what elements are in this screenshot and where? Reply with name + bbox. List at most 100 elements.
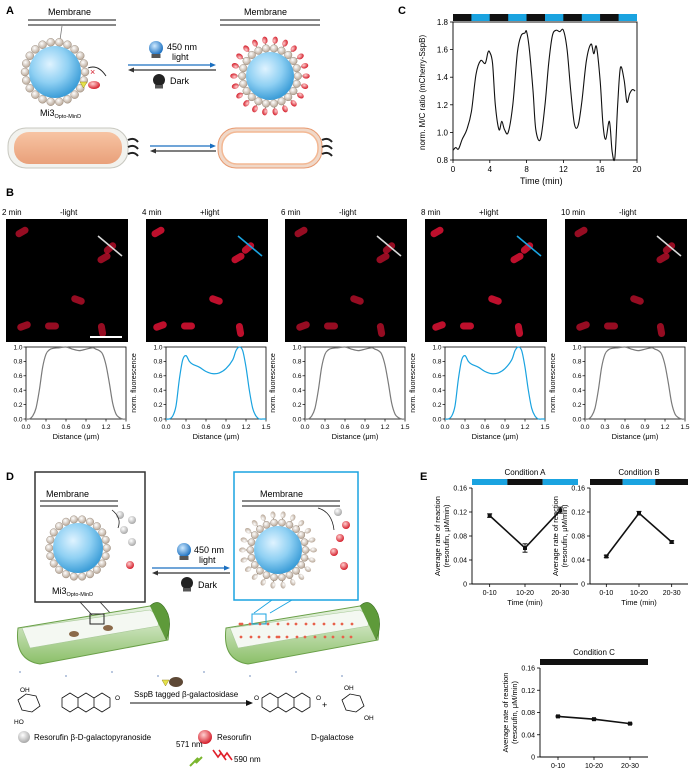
mi3-a2-bound-bead: [282, 39, 288, 47]
oh-label-1: OH: [20, 687, 30, 694]
cell-product-dots: [19, 622, 354, 677]
xtick-label: 20-30: [551, 590, 569, 597]
mi3-d2-bound-bead: [260, 579, 266, 586]
light-bar-segment-dark: [655, 479, 688, 485]
bacterium-cell: [460, 322, 474, 330]
enzyme-left-2: [103, 625, 113, 631]
plus-sign: +: [322, 700, 327, 710]
mi3-a2-bound-bead: [262, 36, 268, 44]
profile-xtick-label: 1.5: [540, 424, 549, 431]
profile-xtick-label: 0.0: [161, 424, 170, 431]
mi3-a2-bead: [277, 46, 286, 55]
light-bar-segment-light: [622, 479, 656, 485]
ytick-label-c: 1.0: [437, 128, 449, 137]
bacterium-cell: [520, 242, 534, 254]
xtick-label: 20-30: [663, 590, 681, 597]
mi3-d2-bead: [278, 573, 286, 582]
profile-ytick-label: 1.0: [432, 344, 441, 351]
series-line-c: [452, 28, 636, 162]
mi3-d2-bead: [247, 538, 256, 547]
product-dots-d-right: [317, 507, 350, 570]
mi3-a1-bead: [76, 51, 85, 60]
membrane-label-a-right: Membrane: [244, 7, 287, 17]
data-point: [628, 721, 632, 726]
light-state-label: -light: [339, 208, 357, 217]
mi3-d1-bead: [46, 535, 55, 544]
excitation-icon: [189, 756, 203, 767]
light-state-label: -light: [60, 208, 78, 217]
bacterium-cell: [574, 226, 588, 238]
oh-label-4: OH: [364, 715, 374, 722]
medium-dot: [295, 671, 297, 673]
ytick-label: 0.08: [453, 534, 467, 541]
xlabel: Time (min): [621, 598, 657, 607]
xtick-label-c: 4: [488, 165, 493, 174]
light-state-label: +light: [479, 208, 499, 217]
profile-line: [25, 346, 127, 420]
resorufin-dot: [336, 534, 344, 542]
dark-label-d: Dark: [198, 580, 218, 590]
mi3-a2-bound-bead: [302, 73, 310, 79]
profile-xtick-label: 0.3: [320, 424, 329, 431]
mi3-a1-bead: [46, 38, 55, 47]
bacterium-cell: [294, 226, 308, 238]
light-bar-c-segment-dark: [600, 14, 619, 21]
o-label-3: O: [316, 695, 321, 702]
mi3-a2-bead: [269, 99, 278, 108]
mi3-a2-bound-bead: [231, 83, 239, 89]
mi3-d2-bound-bead: [239, 547, 246, 553]
bacterium-cell: [71, 295, 85, 305]
profile-xtick-label: 0.0: [21, 424, 30, 431]
mi3-d1-core: [53, 523, 103, 573]
bacterium-cell: [350, 295, 364, 305]
substrate-dot: [128, 516, 136, 524]
membrane-label-d-left: Membrane: [46, 489, 89, 499]
bacterium-cell: [514, 323, 524, 337]
profile-ytick-label: 0.0: [432, 416, 441, 423]
mi3-d2-bead: [285, 571, 294, 579]
timepoint-label: 4 min: [142, 208, 162, 217]
ytick-label-c: 1.6: [437, 46, 449, 55]
light-bar-c-segment-light: [508, 14, 527, 21]
galactose-ring: [341, 693, 365, 713]
mi3-d1-bead: [101, 552, 110, 561]
profile-xlabel: Distance (μm): [193, 432, 240, 441]
mi3-d2-bound-bead: [240, 537, 248, 543]
ytick-label-c: 1.2: [437, 101, 449, 110]
mi3-d2-bead: [297, 531, 306, 539]
profile-xtick-label: 0.0: [580, 424, 589, 431]
mi3-sphere-right: [230, 36, 310, 116]
profile-frame: [304, 346, 406, 420]
profile-xtick-label: 0.6: [340, 424, 349, 431]
ytick-label-c: 0.8: [437, 156, 449, 165]
ylabel-line-1: Average rate of reaction: [551, 496, 560, 576]
resorufin-dot: [342, 521, 350, 529]
mi3-d2-bound-bead: [280, 511, 286, 519]
mi3-a2-bound-bead: [236, 92, 243, 99]
profile-ytick-label: 0.6: [13, 373, 22, 380]
mi3-d2-bead: [262, 521, 271, 529]
medium-dot: [341, 675, 343, 677]
light-label-a-2: light: [172, 52, 189, 62]
bacterium-cell: [604, 322, 618, 330]
profile-frame: [165, 346, 267, 420]
cell-product-dot: [238, 622, 242, 626]
mi3-d2-bead: [285, 521, 294, 529]
zoom-connector-right-2: [269, 599, 293, 614]
xtick-label-c: 8: [524, 165, 529, 174]
enzyme-label: SspB tagged β-galactosidase: [134, 690, 239, 699]
substrate-dot: [334, 508, 342, 516]
medium-dot: [249, 675, 251, 677]
mi3-d2-bead: [270, 518, 278, 527]
mi3-d2-core: [254, 526, 302, 574]
ylabel: Average rate of reaction(resorufin, μM/m…: [551, 496, 569, 576]
mi3-a2-bound-bead: [272, 108, 278, 116]
profile-ytick-label: 0.2: [572, 402, 581, 409]
mi3-d2-bead: [270, 573, 278, 582]
mi3-d2-bound-bead: [251, 573, 258, 580]
bacterium-cell: [97, 252, 111, 264]
